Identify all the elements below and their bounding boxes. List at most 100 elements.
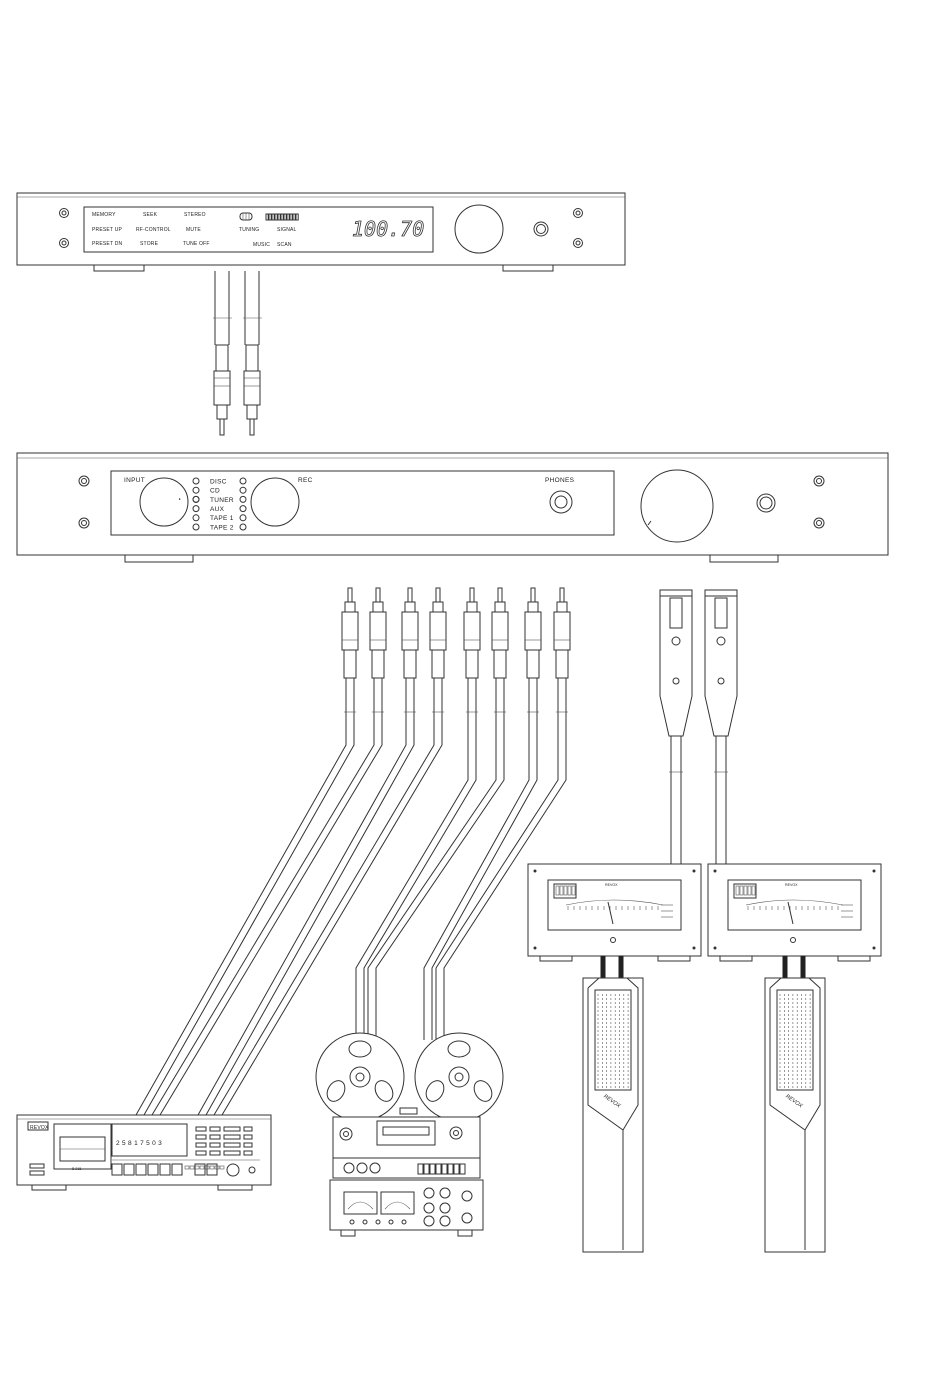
rca-plug-1 [342,588,358,678]
speaker-right: REVOX [765,956,825,1252]
rca-boot [404,650,416,678]
tuner-label-rf-control: RF-CONTROL [136,227,171,233]
speaker-left: REVOX [583,956,643,1252]
tuner-label-scan: SCAN [277,242,292,248]
rca-boot [344,650,356,678]
loudspeakers: REVOX REVOX [583,956,825,1252]
deck-foot-right [218,1185,252,1190]
rca-shell [217,405,227,419]
amp-foot [540,956,572,961]
rca-pin [220,419,224,435]
rca-body [554,612,570,650]
right-reel[interactable] [415,1033,503,1121]
rca-pin [470,588,474,602]
tuner-rca-plug-right [244,345,260,435]
power-amplifiers: REVOX REVOX [528,864,881,961]
xlr-tip [660,590,692,596]
rca-pin [408,588,412,602]
rca-pin [531,588,535,602]
xlr-plug-right [705,590,737,864]
tuner-label-store: STORE [140,241,159,247]
amp-screw [534,947,537,950]
source-label-0: DISC [210,478,227,485]
xlr-plug-left [660,590,692,864]
tuner-foot-right [503,265,553,271]
amp-foot [658,956,690,961]
tuning-knob[interactable] [455,205,503,253]
amp-title: REVOX [785,883,798,887]
amp-screw [873,870,876,873]
rca-body [525,612,541,650]
rca-shell [467,602,477,612]
source-label-5: TAPE 2 [210,524,234,531]
rca-shell [433,602,443,612]
rca-pin [376,588,380,602]
rca-pin [250,419,254,435]
amp-screw [693,870,696,873]
rec-selector-knob[interactable] [251,478,299,526]
rca-plug-2 [370,588,386,678]
xlr-tip [705,590,737,596]
tuner-label-mute: MUTE [186,227,201,233]
rca-boot [216,345,228,371]
rca-body [464,612,480,650]
volume-knob[interactable] [641,470,713,542]
preamp-foot-left [125,555,193,562]
amp-foot [720,956,752,961]
tuner-frequency-display: 100.70 [352,217,424,241]
rca-shell [373,602,383,612]
rca-boot [556,650,568,678]
tuner-rca-plug-left [214,345,230,435]
rca-plug-5 [464,588,480,678]
amp-screw [714,870,717,873]
rca-shell [247,405,257,419]
rca-boot [432,650,444,678]
rca-body [214,371,230,405]
rca-pin [436,588,440,602]
rca-boot [246,345,258,371]
input-knob-mark: ▸ [179,497,181,501]
speaker-cable [619,956,623,978]
preamp-label-input: INPUT [124,477,145,484]
rca-body [370,612,386,650]
speaker-cabinet [583,978,643,1252]
rca-plug-7 [525,588,541,678]
rca-cable-1 [144,678,354,1115]
rca-body [402,612,418,650]
speaker-cable [601,956,605,978]
deck-counter: 2 5 8 1 7 5 0 3 [116,1140,162,1147]
rca-shell [557,602,567,612]
rca-body [342,612,358,650]
tuner-rca-plugs [214,345,260,435]
rca-boot [466,650,478,678]
left-reel[interactable] [316,1033,404,1121]
rca-body [492,612,508,650]
preamp-label-phones: PHONES [545,477,575,484]
rca-plug-4 [430,588,446,678]
reel-to-reel-deck [316,1033,503,1236]
source-label-1: CD [210,488,220,495]
amp-screw [693,947,696,950]
speaker-cable [801,956,805,978]
source-label-3: AUX [210,506,225,513]
rca-cable-1 [136,678,346,1115]
xlr-cables [660,590,737,864]
rca-shell [345,602,355,612]
rca-plug-6 [492,588,508,678]
rca-plug-8 [554,588,570,678]
rca-boot [527,650,539,678]
speaker-cable [783,956,787,978]
reel-deck-amp-section [330,1180,483,1230]
tuner-cable [213,271,262,345]
speaker-cabinet [765,978,825,1252]
power-amp-left: REVOX [528,864,701,961]
tuner-unit: MEMORY SEEK STEREO PRESET UP RF-CONTROL … [17,193,625,271]
source-label-2: TUNER [210,497,234,504]
tuner-label-preset-up: PRESET UP [92,227,123,233]
tuner-label-stereo: STEREO [184,212,206,218]
deck-model: B 215 [72,1167,81,1171]
input-selector-knob[interactable] [140,478,188,526]
rca-body [430,612,446,650]
amp-screw [534,870,537,873]
